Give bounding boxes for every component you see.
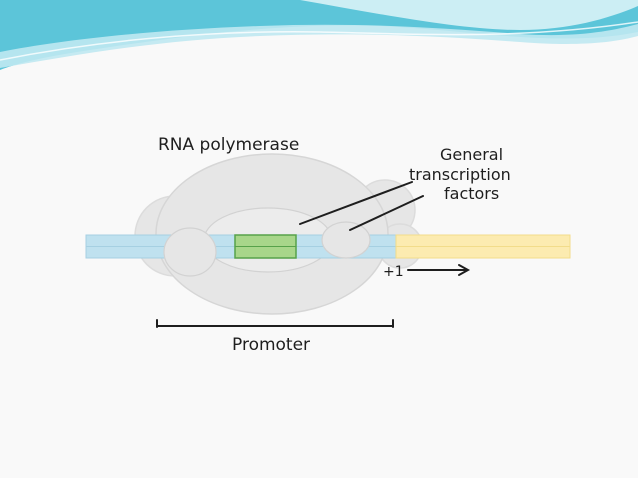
gtf-pointer-lines xyxy=(299,181,424,231)
arrow-right-icon xyxy=(407,264,471,276)
gtf-label-line2: transcription xyxy=(409,165,511,184)
polymerase-label: RNA polymerase xyxy=(158,135,299,155)
promoter-label: Promoter xyxy=(232,335,310,355)
gtf-label-line3: factors xyxy=(444,184,499,203)
polymerase-front-parts xyxy=(163,221,371,277)
header-banner xyxy=(0,0,638,70)
promoter-bracket xyxy=(156,319,394,328)
plus-one-label: +1 xyxy=(383,264,404,280)
polymerase-left-lobe xyxy=(163,227,217,277)
transcription-factor-blob xyxy=(321,221,371,259)
gtf-label-line1: General xyxy=(440,145,503,164)
